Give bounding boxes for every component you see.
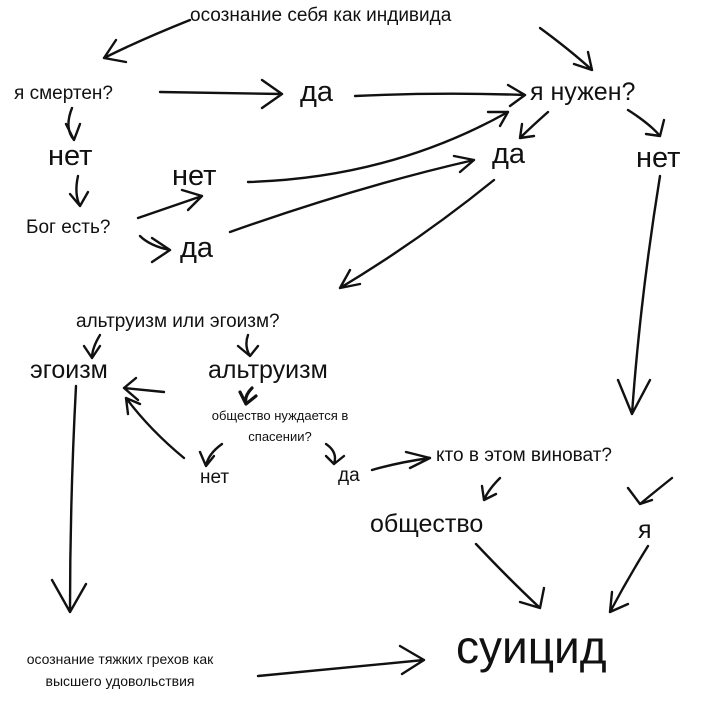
node-god-yes: да — [180, 232, 214, 264]
node-me: я — [638, 516, 652, 544]
arrow-needed-to-no — [626, 108, 666, 138]
arrow-self-to-mortal — [102, 18, 192, 64]
arrow-needed-no-down — [616, 174, 662, 416]
arrow-no-to-god — [68, 174, 90, 208]
arrow-yes-to-needed — [353, 83, 527, 108]
node-needed-yes: да — [492, 138, 526, 170]
sins-line2: высшего удовольствия — [45, 673, 195, 690]
node-who-is-guilty: кто в этом виноват? — [436, 445, 612, 466]
arrow-self-to-needed — [538, 26, 594, 72]
node-mortal-yes: да — [300, 76, 334, 108]
node-saving-yes: да — [338, 465, 360, 486]
node-needed-no: нет — [636, 142, 681, 174]
node-god-exists: Бог есть? — [26, 217, 111, 238]
arrow-egoism-down — [50, 384, 88, 614]
arrow-question-to-yes — [324, 442, 346, 466]
node-sins: осознание тяжких грехов как высшего удов… — [0, 648, 240, 693]
node-am-i-mortal: я смертен? — [14, 83, 113, 104]
arrow-needed-to-yes — [518, 110, 550, 140]
arrow-mortal-to-no — [64, 106, 82, 142]
node-mortal-no: нет — [48, 140, 93, 172]
arrow-guilty-to-me — [626, 476, 674, 506]
arrow-yes-to-choice — [338, 178, 496, 290]
society-needs-line1: общество нуждается в — [211, 408, 349, 423]
sins-line1: осознание тяжких грехов как — [26, 651, 214, 667]
node-egoism: эгоизм — [30, 356, 108, 384]
node-god-no: нет — [172, 160, 217, 192]
arrow-godno-to-yes — [246, 110, 510, 184]
arrow-altruism-to-question — [238, 386, 258, 406]
arrow-yes-to-guilty — [370, 450, 432, 472]
node-altruism: альтруизм — [208, 356, 328, 384]
arrow-choice-to-altruism — [236, 333, 260, 358]
arrow-me-to-suicide — [608, 544, 650, 614]
node-altruism-or-egoism: альтруизм или эгоизм? — [76, 311, 280, 332]
arrow-back-to-egoism — [122, 376, 166, 402]
society-needs-line2: спасении? — [248, 428, 312, 444]
arrow-sins-to-suicide — [256, 644, 426, 678]
node-saving-no: нет — [200, 467, 230, 488]
arrow-guilty-to-society — [480, 476, 502, 502]
node-suicide: суицид — [456, 621, 607, 673]
arrow-society-to-suicide — [474, 542, 546, 610]
arrow-choice-to-egoism — [82, 333, 102, 360]
arrow-mortal-to-yes — [158, 78, 284, 110]
node-society-needs-saving: общество нуждается в спасении? — [180, 406, 380, 448]
arrow-question-to-no — [198, 442, 224, 468]
node-society: общество — [370, 510, 484, 538]
arrow-god-to-yes — [138, 234, 172, 264]
node-am-i-needed: я нужен? — [530, 78, 636, 106]
node-self-awareness: осознание себя как индивида — [190, 5, 452, 26]
arrow-savingno-to-egoism — [124, 396, 186, 460]
arrow-god-to-no — [136, 188, 204, 220]
arrow-godyes-to-yes — [228, 154, 476, 234]
